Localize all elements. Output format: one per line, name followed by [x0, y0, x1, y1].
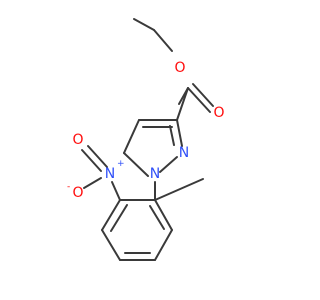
bond-ar6-ar1-inner: [149, 205, 165, 230]
atom-n-pyrazole-1: N: [150, 166, 160, 182]
bond-ar5-ar6: [154, 229, 173, 261]
bond-c5-n1: [123, 152, 149, 177]
nitro-o-minus-charge: -: [67, 182, 70, 192]
atom-n-pyrazole-2: N: [179, 145, 189, 161]
bond-nitro-n-o-double-b: [87, 145, 108, 168]
bond-n2-c3-inner: [169, 125, 175, 146]
bond-carbonyl-c3: [176, 87, 189, 121]
bond-c4-c5: [123, 119, 140, 154]
nitro-n-charge: +: [117, 159, 125, 169]
bond-ar2-ar3-inner: [110, 204, 128, 232]
bond-c-o-double-a: [187, 87, 211, 113]
bond-n1-n2: [159, 156, 178, 173]
bond-ar6-ar1: [154, 199, 173, 231]
bond-ch2-o: [153, 29, 173, 52]
atom-o-nitro-double: O: [72, 132, 83, 148]
bonds: [81, 18, 214, 261]
bond-ar2-ar3: [101, 199, 121, 231]
atom-n-nitro: N: [105, 166, 115, 182]
atom-labels: O O N N N + O O -: [67, 60, 225, 201]
bond-ar1-methyl: [154, 178, 204, 201]
atom-o-carbonyl: O: [213, 105, 224, 121]
bond-ar2-nitro-n: [111, 181, 121, 201]
bond-nitro-n-o-single: [83, 177, 102, 189]
bond-ch3-ch2: [133, 18, 155, 31]
bond-c-o-double-b: [192, 83, 214, 107]
atom-o-nitro-minus: O: [72, 185, 83, 201]
bond-n2-c3: [176, 119, 183, 147]
atom-o-ether: O: [174, 60, 185, 76]
bond-ar3-ar4: [101, 229, 121, 261]
bond-nitro-n-o-double-a: [81, 149, 102, 172]
structure-canvas: O O N N N + O O -: [67, 18, 225, 261]
molecule-diagram: O O N N N + O O -: [67, 18, 225, 261]
